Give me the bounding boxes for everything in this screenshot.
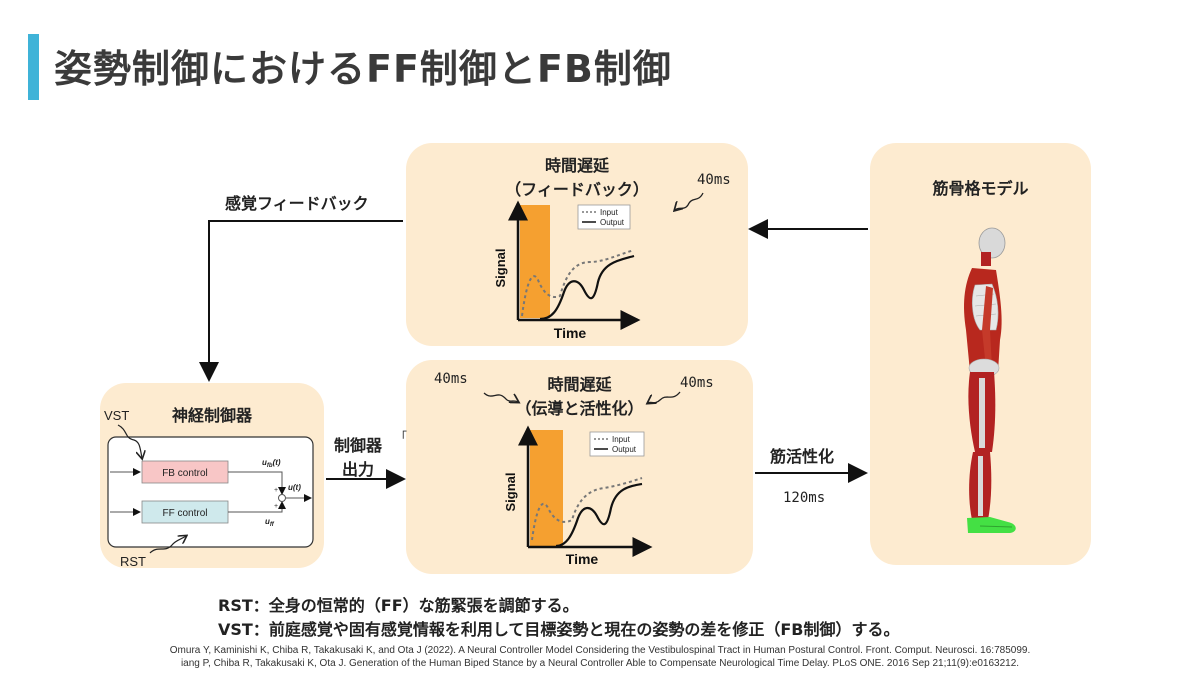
sensory-feedback-arrow (199, 220, 403, 382)
transmission-legend-input: Input (612, 435, 631, 444)
feedback-delay-panel (406, 143, 748, 346)
feedback-legend-box (577, 204, 631, 230)
u-out-label: u(t) (288, 483, 301, 492)
transmission-ylabel: Signal (503, 472, 518, 511)
feedback-plot: Input Output Signal Time (493, 200, 641, 341)
arm (982, 286, 993, 368)
page-title: 姿勢制御におけるFF制御とFB制御 (54, 47, 672, 91)
u-ff-label: uff (265, 517, 275, 528)
neural-controller-title: 神経制御器 (171, 406, 252, 425)
vst-note: VST：前庭感覚や固有感覚情報を利用して目標姿勢と現在の姿勢の差を修正（FB制御… (218, 620, 900, 639)
flow-arrows: 「 (199, 219, 868, 489)
title-accent-bar (28, 34, 39, 100)
reference-2: iang P, Chiba R, Takakusaki K, Ota J. Ge… (180, 658, 1020, 669)
fb-control-label: FB control (162, 468, 208, 479)
feedback-xlabel: Time (554, 325, 587, 341)
feet (967, 517, 1016, 533)
feedback-ylabel: Signal (493, 248, 508, 287)
feedback-pulse (520, 205, 550, 318)
rst-note: RST：全身の恒常的（FF）な筋緊張を調節する。 (218, 596, 579, 615)
feedback-squiggle-arrow (675, 192, 704, 210)
skull (978, 227, 1006, 259)
svg-text:+: + (274, 487, 278, 494)
musculoskeletal-figure (964, 227, 1016, 533)
reference-1: Omura Y, Kaminishi K, Chiba R, Takakusak… (169, 645, 1031, 656)
rst-label: RST (120, 554, 146, 569)
controller-output-label-1: 制御器 (334, 436, 383, 455)
transmission-xlabel: Time (566, 551, 599, 567)
feedback-input-curve (521, 249, 635, 317)
rst-squiggle-arrow (149, 536, 186, 554)
neural-controller-diagram: FB control FF control + + ufb(t) u(t) uf… (104, 408, 314, 569)
explanatory-notes: RST：全身の恒常的（FF）な筋緊張を調節する。 VST：前庭感覚や固有感覚情報… (218, 594, 899, 642)
transmission-pulse (530, 430, 563, 546)
transmission-output-curve (555, 482, 643, 548)
feedback-output-curve (539, 254, 635, 321)
ff-control-label: FF control (162, 508, 207, 519)
transmission-legend-box (589, 431, 645, 457)
summing-junction (278, 494, 286, 502)
u-fb-label: ufb(t) (262, 458, 281, 469)
feedback-legend-input: Input (600, 208, 619, 217)
transmission-input-curve (531, 477, 643, 541)
transmission-squiggle-left (483, 392, 518, 402)
handwritten-arrows (483, 192, 704, 403)
transmission-legend-output: Output (612, 445, 637, 454)
references: Omura Y, Kaminishi K, Chiba R, Takakusak… (0, 644, 1200, 670)
transmission-delay-note-right: 40ms (680, 375, 714, 391)
vst-label: VST (104, 408, 129, 423)
transmission-squiggle-right (648, 391, 681, 403)
controller-output-label-2: 出力 (342, 460, 375, 479)
activation-delay-note: 120ms (783, 490, 826, 506)
svg-text:+: + (274, 503, 278, 510)
feedback-delay-note: 40ms (697, 172, 731, 188)
transmission-plot: Input Output Signal Time (503, 425, 653, 567)
transmission-delay-subtitle: （伝導と活性化） (515, 399, 644, 418)
feedback-legend-output: Output (600, 218, 625, 227)
transmission-delay-title: 時間遅延 (547, 375, 612, 394)
musculoskeletal-title: 筋骨格モデル (932, 179, 1029, 198)
muscle-activation-label: 筋活性化 (770, 447, 835, 466)
transmission-delay-panel (406, 360, 753, 574)
vst-squiggle-arrow (117, 424, 142, 458)
stray-mark: 「 (395, 430, 407, 444)
feedback-delay-subtitle: （フィードバック） (505, 180, 649, 199)
sensory-feedback-label: 感覚フィードバック (225, 194, 369, 213)
transmission-delay-note-left: 40ms (434, 371, 468, 387)
feedback-delay-title: 時間遅延 (544, 156, 609, 175)
